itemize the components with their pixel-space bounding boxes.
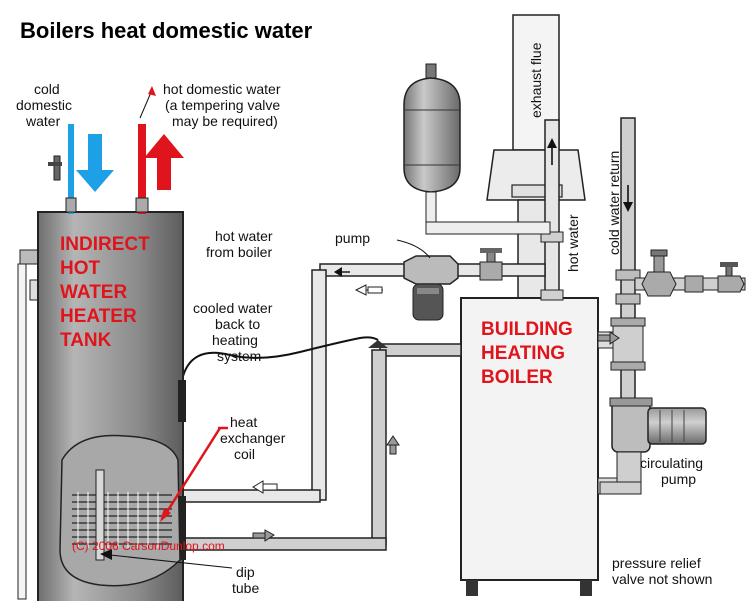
boiler-label-2: HEATING [481, 343, 565, 364]
heat-exchanger-label-1: heat [230, 414, 257, 430]
cooled-water-label-2: back to [215, 316, 260, 332]
return-pipe [182, 331, 620, 551]
hot-outlet [135, 124, 184, 214]
heat-exchanger-label-3: coil [234, 446, 255, 462]
circulating-pump-label-1: circulating [640, 455, 703, 471]
coil-pointer [163, 427, 222, 516]
cooled-water-label-4: system [217, 348, 261, 364]
pressure-relief-label-2: valve not shown [612, 571, 712, 587]
expansion-tank [403, 63, 551, 235]
cold-water-label-1: cold [34, 81, 60, 97]
cooled-water-label-3: heating [212, 332, 258, 348]
cold-return-pipe [603, 117, 746, 489]
tank-label-1: INDIRECT [60, 234, 150, 255]
tank-label-4: HEATER [60, 306, 137, 327]
control-wire [181, 336, 379, 381]
cold-flow-arrow [76, 134, 114, 192]
circulating-pump [599, 397, 707, 495]
copyright-label: (C) 2006 CarsonDunlop.com [72, 539, 225, 553]
cooled-water-label-1: cooled water [193, 300, 273, 316]
tank-label-2: HOT [60, 258, 101, 279]
cold-water-return-label: cold water return [606, 151, 622, 255]
indirect-water-tank [17, 211, 186, 601]
hot-water-from-boiler-label-1: hot water [215, 228, 273, 244]
hot-water-label-3: may be required) [172, 113, 278, 129]
cold-water-label-2: domestic [16, 97, 72, 113]
hot-water-label-2: (a tempering valve [165, 97, 280, 113]
diagram-title: Boilers heat domestic water [20, 18, 313, 43]
boiler-label-1: BUILDING [481, 319, 573, 340]
zone-pump [403, 248, 503, 321]
hot-water-vertical-label: hot water [565, 214, 581, 272]
pressure-relief-label-1: pressure relief [612, 555, 701, 571]
pump-label: pump [335, 230, 370, 246]
hot-water-label-1: hot domestic water [163, 81, 281, 97]
heat-exchanger-label-2: exchanger [220, 430, 286, 446]
cold-water-label-3: water [25, 113, 61, 129]
tank-label-5: TANK [60, 330, 112, 351]
circulating-pump-label-2: pump [661, 471, 696, 487]
dip-tube-label-2: tube [232, 580, 259, 596]
boiler-label-3: BOILER [481, 367, 553, 388]
dip-tube-label-1: dip [236, 564, 255, 580]
hot-water-riser [540, 119, 564, 301]
tank-label-3: WATER [60, 282, 127, 303]
exhaust-flue-label: exhaust flue [528, 42, 544, 118]
hot-flow-arrow [144, 134, 184, 190]
cold-inlet [48, 124, 114, 214]
hot-water-from-boiler-label-2: from boiler [206, 244, 272, 260]
